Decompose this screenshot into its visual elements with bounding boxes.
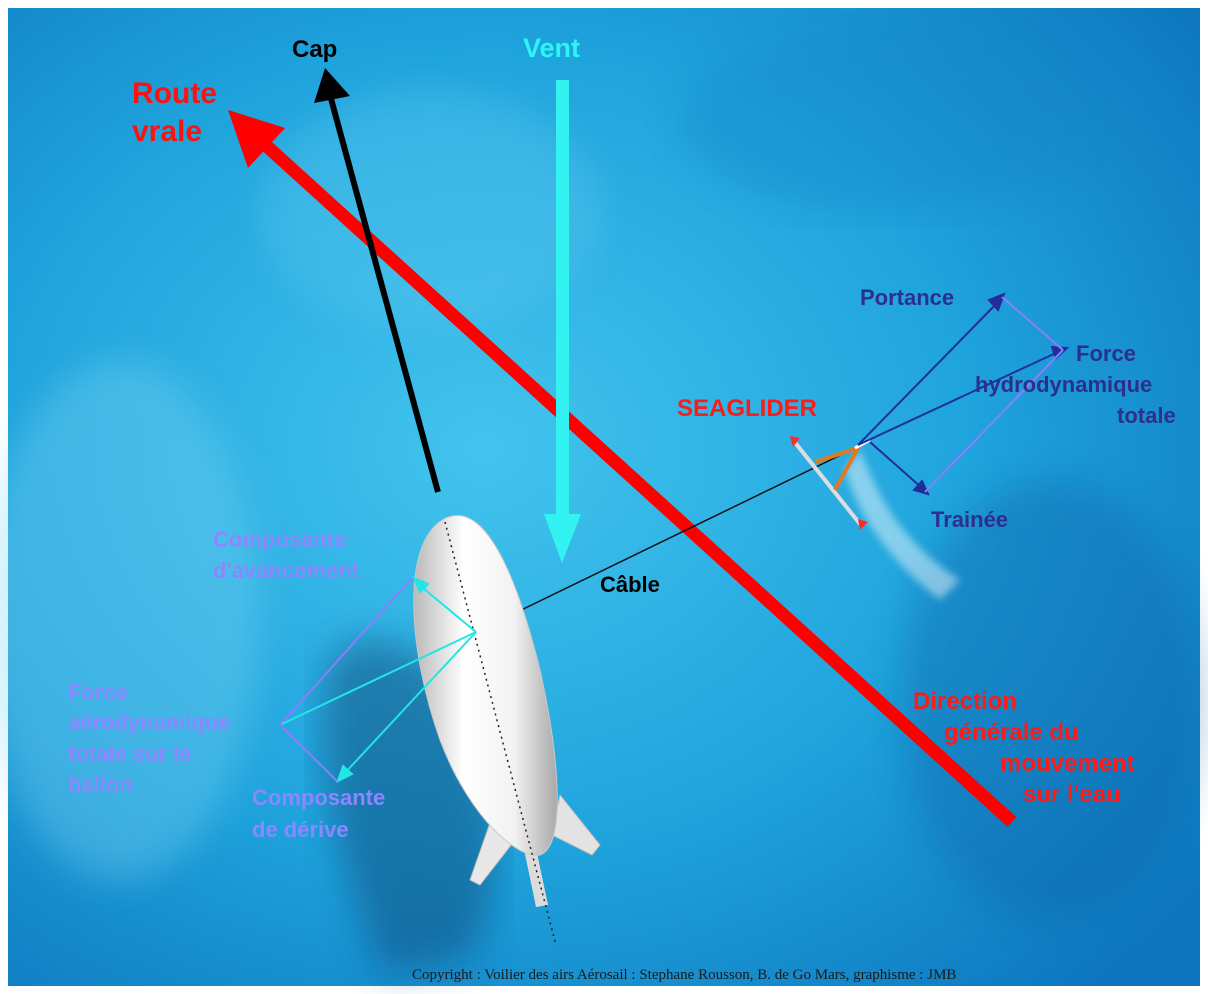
hydro-parallelogram (924, 296, 1064, 493)
route-vraie-label-line1: Route (132, 77, 217, 110)
composante-derive-label-line2: de dérive (252, 817, 349, 842)
composante-avancement-label-line1: Composante (213, 527, 346, 552)
cap-arrow (314, 68, 441, 493)
direction-label-line2: générale du (944, 719, 1079, 746)
composante-derive-label-line1: Composante (252, 785, 385, 810)
force-hydro-label-line2: hydrodynamique (975, 372, 1152, 397)
cable-line (475, 447, 856, 633)
aero-vectors (281, 576, 477, 783)
force-aero-label-line1: Force (68, 680, 128, 705)
cap-label: Cap (292, 36, 337, 63)
force-aero-label-line3: totale sur le (68, 741, 191, 766)
vent-label: Vent (523, 33, 580, 63)
direction-label-line4: sur l'eau (1023, 781, 1121, 808)
direction-label-line1: Direction (913, 688, 1017, 715)
direction-label-line3: mouvement (1000, 750, 1135, 777)
force-hydro-label-line3: totale (1117, 403, 1176, 428)
route-arrow (228, 110, 1017, 827)
trainee-label: Trainée (931, 507, 1008, 532)
portance-label: Portance (860, 285, 954, 310)
force-hydro-label-line1: Force (1076, 341, 1136, 366)
balloon-icon (413, 515, 601, 946)
vent-arrow (544, 80, 581, 563)
copyright-text: Copyright : Voilier des airs Aérosail : … (412, 967, 956, 983)
cable-label: Câble (600, 572, 660, 597)
force-aero-label-line2: aérodynamique (68, 710, 231, 735)
route-vraie-label-line2: vrale (132, 115, 202, 148)
aero-parallelogram (279, 577, 413, 783)
seaglider-label: SEAGLIDER (677, 395, 817, 422)
seaglider-wake (845, 450, 960, 600)
composante-avancement-label-line2: d'avancement (213, 558, 360, 583)
force-aero-label-line4: ballon (68, 772, 133, 797)
